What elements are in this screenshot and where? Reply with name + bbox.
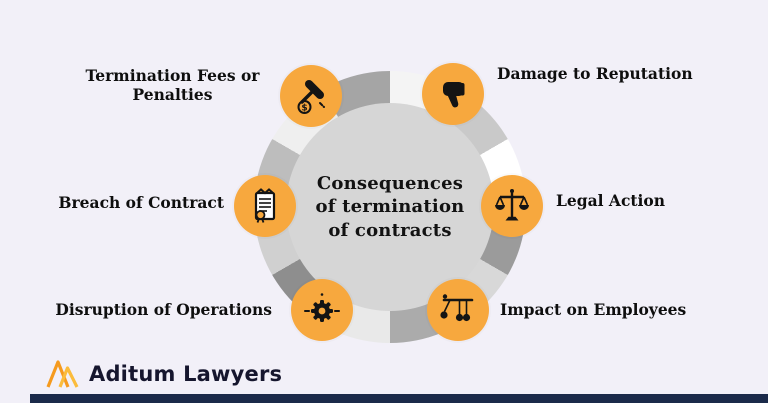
label-legal-action: Legal Action — [556, 191, 666, 210]
gavel-dollar-icon: $ — [297, 80, 325, 114]
node-impact-employees — [427, 279, 489, 341]
label-impact-employees: Impact on Employees — [500, 300, 687, 319]
label-damage-reputation: Damage to Reputation — [497, 64, 693, 83]
logo-text: Aditum Lawyers — [89, 362, 283, 386]
diagram-title-line3: of contracts — [328, 219, 452, 241]
aditum-lawyers-logo: Aditum Lawyers — [45, 359, 282, 389]
center-circle: Consequences of termination of contracts — [286, 103, 494, 311]
aditum-logo-icon — [46, 360, 79, 388]
scales-of-justice-icon — [495, 189, 529, 221]
label-disruption-operations: Disruption of Operations — [55, 300, 272, 319]
thumbs-down-icon — [443, 82, 465, 108]
diagram-title-line2: of termination — [315, 196, 465, 218]
footer-bar — [30, 394, 768, 403]
pendulum-icon — [440, 294, 474, 322]
node-legal-action — [481, 175, 543, 237]
node-breach-contract — [234, 175, 296, 237]
diagram-title-line1: Consequences — [316, 173, 464, 195]
node-damage-reputation — [422, 63, 484, 125]
svg-text:$: $ — [301, 103, 307, 113]
broken-gear-icon — [304, 293, 340, 322]
diagram-title: Consequences of termination of contracts — [316, 172, 465, 241]
contract-document-icon — [254, 188, 276, 223]
label-breach-contract: Breach of Contract — [58, 193, 224, 212]
node-termination-fees: $ — [280, 65, 342, 127]
label-termination-fees: Termination Fees or Penalties — [85, 66, 260, 105]
node-disruption-operations — [291, 279, 353, 341]
